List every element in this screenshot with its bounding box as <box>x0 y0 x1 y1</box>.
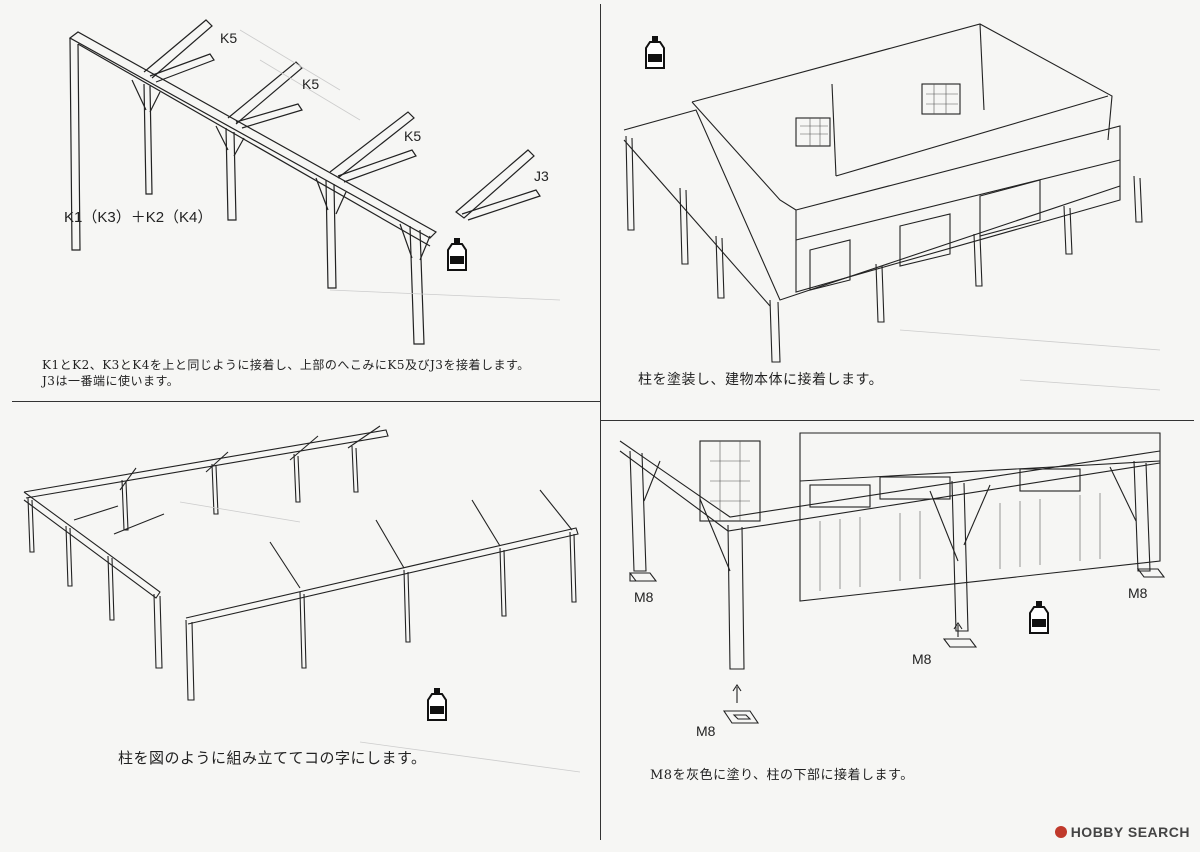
panel-bottom-right: M8 M8 M8 M8 M8を灰色に塗り、柱の下部に接着します。 <box>600 421 1200 852</box>
caption-top-left-line1: K1とK2、K3とK4を上と同じように接着し、上部のへこみにK5及びJ3を接着し… <box>42 358 530 372</box>
post-base-diagram <box>619 432 1166 724</box>
pillar-row-diagram <box>68 19 561 345</box>
glue-bottle-icon <box>1029 601 1049 634</box>
u-frame-diagram <box>23 425 581 773</box>
building-diagram <box>623 23 1161 391</box>
watermark: HOBBY SEARCH <box>1054 824 1190 840</box>
label-k5-c: K5 <box>404 128 422 144</box>
label-assembly: K1（K3）＋K2（K4） <box>64 209 213 226</box>
panel-top-left: K5 K5 K5 J3 K1（K3）＋K2（K4） K1とK2、K3とK4を上と… <box>0 0 600 400</box>
caption-top-left-line2: J3は一番端に使います。 <box>42 374 180 388</box>
caption-top-right: 柱を塗装し、建物本体に接着します。 <box>638 372 884 388</box>
panel-top-right: 柱を塗装し、建物本体に接着します。 <box>600 0 1200 420</box>
label-m8-c: M8 <box>912 651 932 667</box>
label-m8-d: M8 <box>696 723 716 739</box>
label-k5-a: K5 <box>220 30 238 46</box>
left-horizontal-divider <box>12 401 600 402</box>
caption-bottom-left: 柱を図のように組み立ててコの字にします。 <box>118 749 427 767</box>
glue-bottle-icon <box>447 238 467 271</box>
panel-bottom-left: 柱を図のように組み立ててコの字にします。 <box>0 402 600 852</box>
label-k5-b: K5 <box>302 76 320 92</box>
label-m8-a: M8 <box>634 589 654 605</box>
label-j3: J3 <box>534 168 549 184</box>
vertical-divider <box>600 4 601 840</box>
glue-bottle-icon <box>645 36 665 69</box>
glue-bottle-icon <box>427 688 447 721</box>
caption-bottom-right: M8を灰色に塗り、柱の下部に接着します。 <box>650 768 914 783</box>
watermark-text: HOBBY SEARCH <box>1070 824 1190 840</box>
watermark-logo-icon <box>1054 826 1067 838</box>
right-horizontal-divider <box>600 420 1194 421</box>
label-m8-b: M8 <box>1128 585 1148 601</box>
